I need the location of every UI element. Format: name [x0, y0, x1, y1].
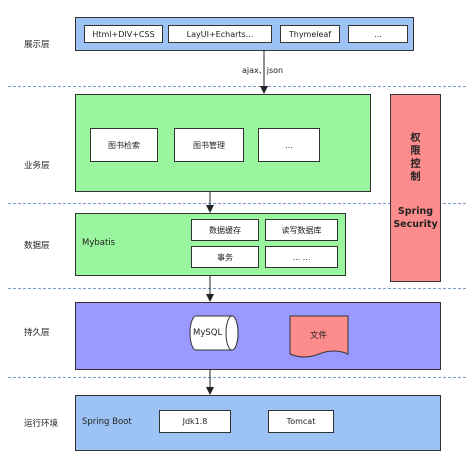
mybatis-label: Mybatis: [82, 238, 116, 248]
data-box-more: ... ...: [265, 246, 338, 268]
file-label: 文件: [310, 331, 328, 341]
data-box-transaction: 事务: [191, 246, 259, 268]
runtime-box-tomcat: Tomcat: [268, 410, 334, 433]
security-label: Spring Security: [393, 206, 438, 230]
data-box-cache: 数据缓存: [191, 219, 259, 241]
data-box-rw: 读写数据库: [265, 219, 338, 241]
security-heading: 权 限 控 制: [410, 133, 421, 183]
presentation-box-html: Html+DIV+CSS: [84, 25, 163, 43]
separator-4: [8, 377, 466, 378]
mysql-database-icon: [189, 315, 239, 351]
runtime-box-jdk: Jdk1.8: [159, 410, 231, 433]
mysql-label: MySQL: [193, 328, 223, 338]
layer-label-runtime: 运行环境: [24, 419, 59, 429]
spring-boot-label: Spring Boot: [82, 417, 132, 427]
layer-label-presentation: 展示层: [24, 40, 50, 50]
ajax-json-label: ajax、json: [242, 66, 284, 75]
presentation-box-thymeleaf: Thymeleaf: [280, 25, 340, 43]
security-panel: [390, 94, 441, 282]
layer-label-data: 数据层: [24, 241, 50, 251]
file-document-icon: [289, 315, 349, 358]
layer-label-business: 业务层: [24, 161, 50, 171]
persistence-panel: [75, 302, 441, 370]
business-box-search: 图书检索: [90, 128, 158, 162]
presentation-box-more: ...: [348, 25, 408, 43]
presentation-box-layui: LayUI+Echarts...: [168, 25, 272, 43]
runtime-panel: [75, 395, 441, 451]
business-box-more: ...: [258, 128, 320, 162]
business-box-manage: 图书管理: [174, 128, 244, 162]
separator-3: [8, 288, 466, 289]
separator-2: [8, 203, 466, 204]
layer-label-persistence: 持久层: [24, 328, 50, 338]
separator-1: [8, 86, 466, 87]
